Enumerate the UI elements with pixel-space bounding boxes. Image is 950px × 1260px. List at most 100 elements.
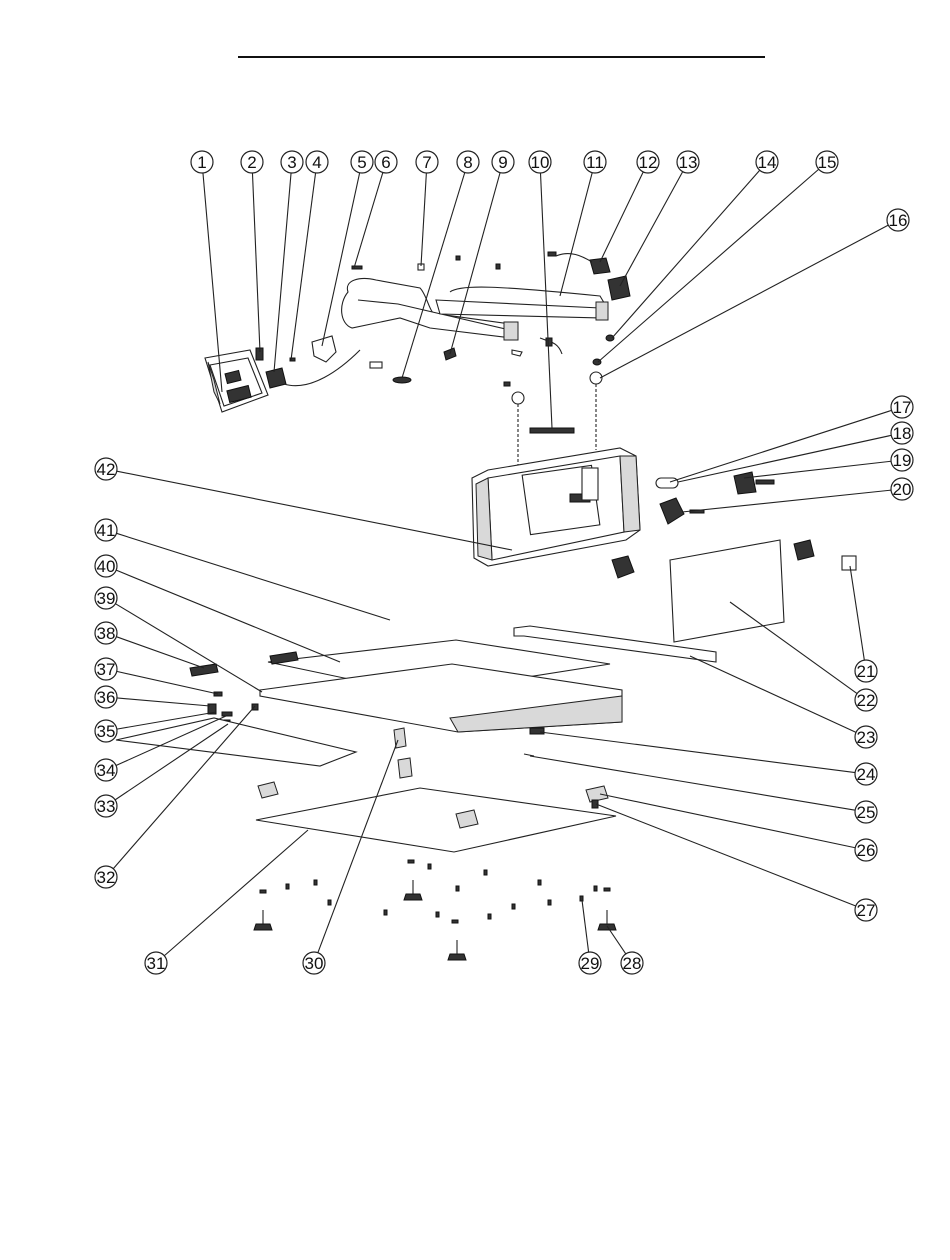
callout-34: 34 [95, 759, 117, 781]
leader-line-30 [318, 740, 398, 953]
callout-10: 10 [529, 151, 551, 173]
callout-number-20: 20 [893, 480, 912, 499]
part-14-shape [606, 335, 614, 341]
callout-number-27: 27 [857, 901, 876, 920]
callout-9: 9 [492, 151, 514, 173]
callout-number-12: 12 [639, 153, 658, 172]
callout-40: 40 [95, 555, 117, 577]
part-22-shape [670, 540, 784, 642]
callout-39: 39 [95, 587, 117, 609]
callout-number-5: 5 [357, 153, 366, 172]
leader-line-12 [600, 172, 643, 262]
leader-line-11 [560, 173, 592, 296]
callout-number-41: 41 [97, 521, 116, 540]
part-33-shape [116, 718, 356, 766]
callout-number-25: 25 [857, 803, 876, 822]
callout-2: 2 [241, 151, 263, 173]
callout-14: 14 [756, 151, 778, 173]
callout-20: 20 [891, 478, 913, 500]
callout-28: 28 [621, 952, 643, 974]
callout-17: 17 [891, 396, 913, 418]
callout-12: 12 [637, 151, 659, 173]
callout-number-7: 7 [422, 153, 431, 172]
screws-scatter [260, 860, 610, 923]
leader-line-20 [682, 490, 891, 512]
callout-11: 11 [584, 151, 606, 173]
bolt-left-head [512, 392, 524, 404]
callout-number-42: 42 [97, 460, 116, 479]
callout-29: 29 [579, 952, 601, 974]
leader-line-4 [291, 173, 316, 360]
callout-number-15: 15 [818, 153, 837, 172]
part-10-shape [530, 428, 574, 433]
leader-line-31 [164, 830, 308, 956]
leader-line-24 [540, 732, 855, 773]
callout-number-31: 31 [147, 954, 166, 973]
leader-line-16 [600, 225, 888, 378]
part-35-shape [222, 712, 232, 716]
part-3-shape [266, 368, 286, 388]
callout-42: 42 [95, 458, 117, 480]
leader-line-36 [117, 698, 210, 706]
callout-number-33: 33 [97, 797, 116, 816]
callout-number-24: 24 [857, 765, 876, 784]
callout-number-18: 18 [893, 424, 912, 443]
callout-25: 25 [855, 801, 877, 823]
callout-number-40: 40 [97, 557, 116, 576]
callout-number-22: 22 [857, 691, 876, 710]
part-20b-shape [612, 556, 634, 578]
callout-number-36: 36 [97, 688, 116, 707]
callout-18: 18 [891, 422, 913, 444]
leader-line-25 [530, 756, 855, 810]
callout-number-13: 13 [679, 153, 698, 172]
part-38-shape [190, 664, 218, 676]
callout-number-2: 2 [247, 153, 256, 172]
callout-number-1: 1 [197, 153, 206, 172]
handlebar-frame [342, 252, 608, 356]
callout-15: 15 [816, 151, 838, 173]
callout-22: 22 [855, 689, 877, 711]
callout-number-23: 23 [857, 728, 876, 747]
callout-24: 24 [855, 763, 877, 785]
callout-number-34: 34 [97, 761, 116, 780]
part-13-shape [608, 276, 630, 300]
callout-13: 13 [677, 151, 699, 173]
parts-artwork [116, 252, 856, 960]
callout-32: 32 [95, 866, 117, 888]
callout-3: 3 [281, 151, 303, 173]
callout-number-9: 9 [498, 153, 507, 172]
part-12-wire [556, 254, 592, 262]
part-20-shape [660, 498, 684, 524]
roller-b [398, 758, 412, 778]
callout-21: 21 [855, 660, 877, 682]
leader-line-29 [582, 900, 589, 952]
callout-number-39: 39 [97, 589, 116, 608]
leader-line-2 [252, 173, 260, 352]
leader-line-38 [116, 637, 204, 668]
roller-a [258, 782, 278, 798]
leader-line-27 [596, 804, 856, 906]
part-21-shape [842, 556, 856, 570]
leader-line-19 [744, 461, 891, 478]
callout-36: 36 [95, 686, 117, 708]
callout-16: 16 [887, 209, 909, 231]
callout-27: 27 [855, 899, 877, 921]
part-8b-shape [370, 362, 382, 368]
callout-19: 19 [891, 449, 913, 471]
leader-line-39 [115, 604, 262, 692]
callout-number-35: 35 [97, 722, 116, 741]
callout-number-6: 6 [381, 153, 390, 172]
callout-number-3: 3 [287, 153, 296, 172]
callout-26: 26 [855, 839, 877, 861]
leader-line-7 [421, 173, 426, 266]
callout-31: 31 [145, 952, 167, 974]
leader-line-3 [274, 173, 291, 372]
callout-6: 6 [375, 151, 397, 173]
leader-line-8 [402, 173, 465, 378]
callout-35: 35 [95, 720, 117, 742]
callout-33: 33 [95, 795, 117, 817]
callout-number-11: 11 [586, 153, 604, 172]
callout-number-4: 4 [312, 153, 321, 172]
callout-number-38: 38 [97, 624, 116, 643]
